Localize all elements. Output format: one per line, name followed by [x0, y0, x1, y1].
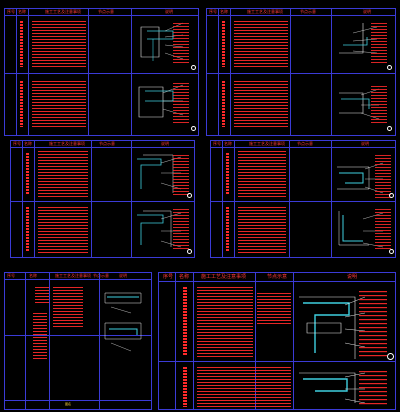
- col-divider: [88, 9, 89, 135]
- item-name-text: [183, 367, 187, 407]
- col-header-name: 名称: [224, 141, 232, 146]
- node-detail-drawing: [337, 155, 391, 251]
- col-header-notes: 说明: [119, 273, 127, 278]
- item-name-text: [226, 207, 229, 251]
- process-text: [53, 287, 83, 327]
- item-name-text: [183, 287, 187, 355]
- sheet-header: 序号 名称 施工工艺及注意事项 节点示意 说明: [5, 273, 151, 280]
- detail-number-marker: [389, 249, 394, 254]
- col-header-name: 名称: [179, 274, 190, 280]
- process-text: [238, 207, 286, 253]
- sheet-header: 序号 名称 施工工艺及注意事项 节点示意 说明: [11, 141, 194, 148]
- drawing-sheet-5: 序号 名称 施工工艺及注意事项 节点示意 说明 图名: [4, 272, 152, 410]
- col-divider: [131, 9, 132, 135]
- process-text: [32, 21, 86, 69]
- drawing-sheet-4: 序号 名称 施工工艺及注意事项 节点示意 说明: [210, 140, 396, 258]
- col-header-name: 名称: [220, 9, 228, 14]
- node-detail-drawing: [104, 292, 142, 352]
- process-text: [32, 81, 86, 129]
- col-header-index: 序号: [163, 274, 174, 280]
- notes-text: [257, 293, 291, 325]
- detail-number-marker: [387, 126, 392, 131]
- item-name-text: [20, 81, 23, 127]
- col-header-notes: 说明: [347, 274, 358, 280]
- col-header-detail: 节点示意: [99, 141, 115, 146]
- process-text: [238, 151, 286, 197]
- drawing-sheet-2: 序号 名称 施工工艺及注意事项 节点示意 说明: [206, 8, 396, 136]
- col-header-notes: 说明: [361, 141, 369, 146]
- process-text: [197, 367, 291, 407]
- col-divider: [16, 9, 17, 135]
- item-name-text: [222, 81, 225, 127]
- sheet-header: 序号 名称 施工工艺及注意事项 节点示意 说明: [5, 9, 198, 16]
- detail-number-marker: [191, 65, 196, 70]
- process-text: [197, 287, 253, 357]
- col-header-detail: 节点示意: [98, 9, 114, 14]
- drawing-sheet-6: 序号 名称 施工工艺及注意事项 节点示意 说明: [158, 272, 396, 410]
- sheet-header: 序号 名称 施工工艺及注意事项 节点示意 说明: [211, 141, 395, 148]
- item-name-text: [26, 153, 29, 195]
- node-detail-drawing: [138, 21, 189, 123]
- detail-number-marker: [191, 126, 196, 131]
- col-divider: [28, 9, 29, 135]
- item-name-text: [35, 287, 49, 303]
- node-detail-drawing: [339, 23, 387, 125]
- col-header-index: 序号: [213, 141, 221, 146]
- col-header-notes: 说明: [363, 9, 371, 14]
- col-header-process: 施工工艺及注意事项: [249, 141, 285, 146]
- title-block-label: 图名: [65, 402, 72, 406]
- node-detail-drawing: [137, 153, 189, 251]
- col-header-index: 序号: [209, 9, 217, 14]
- col-header-process: 施工工艺及注意事项: [49, 141, 85, 146]
- item-name-text: [26, 207, 29, 251]
- item-name-text: [222, 21, 225, 67]
- item-name-text: [226, 153, 229, 195]
- col-header-index: 序号: [7, 273, 15, 278]
- item-name-text: [33, 313, 47, 359]
- col-header-name: 名称: [18, 9, 26, 14]
- detail-number-marker: [387, 65, 392, 70]
- col-header-detail: 节点示意: [93, 273, 109, 278]
- col-header-notes: 说明: [165, 9, 173, 14]
- col-header-name: 名称: [29, 273, 37, 278]
- row-divider: [5, 73, 198, 74]
- process-text: [234, 21, 288, 69]
- detail-number-marker: [389, 193, 394, 198]
- sheet-header: 序号 名称 施工工艺及注意事项 节点示意 说明: [207, 9, 395, 16]
- detail-number-marker: [187, 193, 192, 198]
- col-header-index: 序号: [7, 9, 15, 14]
- col-header-detail: 节点示意: [297, 141, 313, 146]
- process-text: [38, 151, 88, 197]
- col-header-detail: 节点示意: [267, 274, 288, 280]
- col-header-process: 施工工艺及注意事项: [247, 9, 283, 14]
- node-detail-drawing: [299, 289, 387, 405]
- title-block: 图名: [5, 400, 151, 409]
- process-text: [234, 81, 288, 129]
- col-header-detail: 节点示意: [300, 9, 316, 14]
- col-header-name: 名称: [24, 141, 32, 146]
- col-header-notes: 说明: [161, 141, 169, 146]
- detail-number-marker: [387, 353, 394, 360]
- sheet-header: 序号 名称 施工工艺及注意事项 节点示意 说明: [159, 273, 395, 282]
- col-header-process: 施工工艺及注意事项: [201, 274, 247, 280]
- process-text: [38, 207, 88, 253]
- drawing-sheet-1: 序号 名称 施工工艺及注意事项 节点示意 说明: [4, 8, 199, 136]
- col-header-process: 施工工艺及注意事项: [55, 273, 91, 278]
- col-header-process: 施工工艺及注意事项: [45, 9, 81, 14]
- detail-number-marker: [187, 249, 192, 254]
- col-header-index: 序号: [13, 141, 21, 146]
- item-name-text: [20, 21, 23, 67]
- drawing-sheet-3: 序号 名称 施工工艺及注意事项 节点示意 说明: [10, 140, 195, 258]
